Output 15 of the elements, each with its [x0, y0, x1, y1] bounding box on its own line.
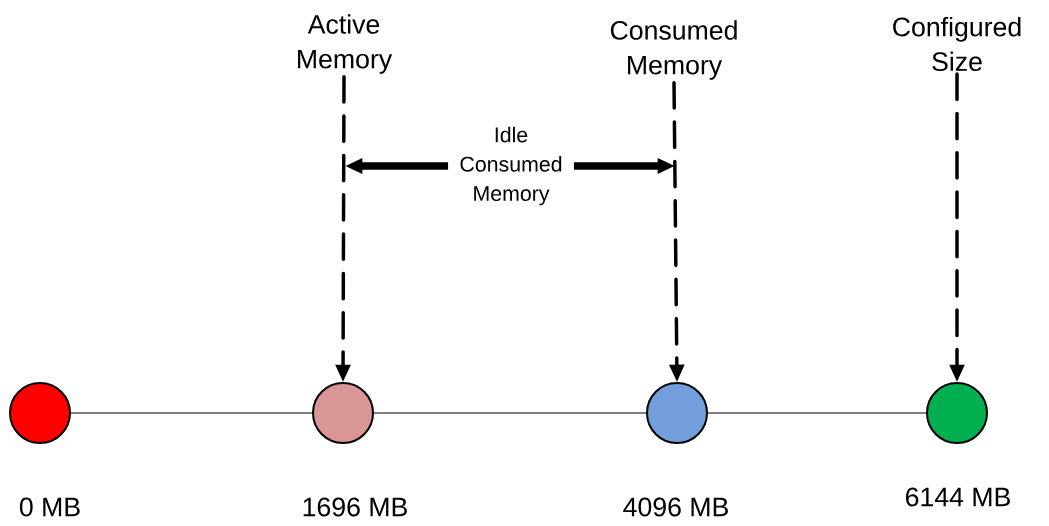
text-label: Consumed Memory [610, 20, 737, 80]
circle-marker [926, 382, 988, 444]
circle-marker [646, 382, 708, 444]
value-label: 0 MB [19, 497, 80, 517]
circle-marker [9, 382, 71, 444]
text-label: Configured Size [893, 16, 1021, 72]
value-label: 1696 MB [303, 497, 407, 517]
text-label: Active Memory [298, 14, 393, 74]
value-label: 6144 MB [906, 487, 1010, 507]
connector-line [373, 412, 647, 414]
circle-marker [312, 382, 374, 444]
value-label: 4096 MB [623, 497, 728, 517]
connector-line [70, 412, 313, 414]
text-label: Idle Consumed Memory [460, 126, 562, 206]
connector-line [707, 412, 927, 414]
